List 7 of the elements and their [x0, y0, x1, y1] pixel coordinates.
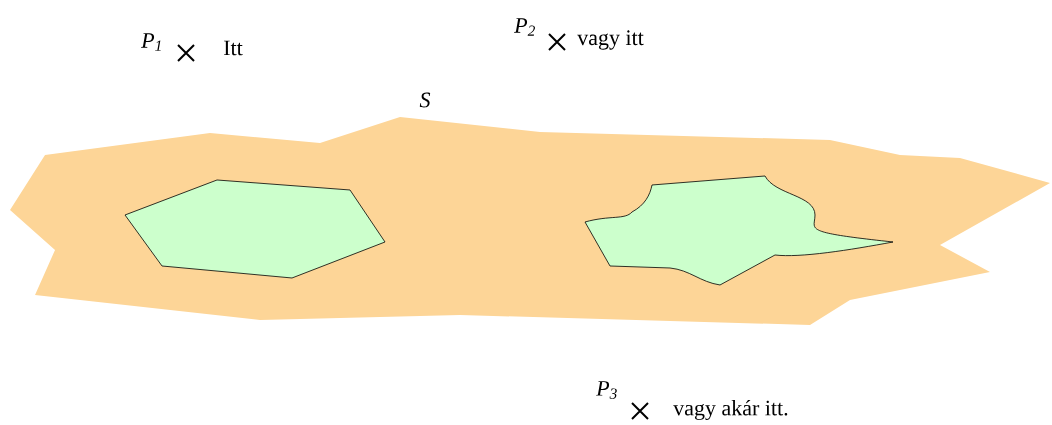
point-label: P$_{1}$: [141, 33, 161, 51]
note-text: vagy akár itt.: [673, 399, 788, 420]
point-label: P$_{3}$: [596, 381, 617, 399]
region-label: S: [419, 92, 431, 108]
point-label: P$_{2}$: [514, 18, 535, 36]
note-text: vagy itt: [577, 30, 644, 50]
note-text: Itt: [224, 40, 243, 56]
